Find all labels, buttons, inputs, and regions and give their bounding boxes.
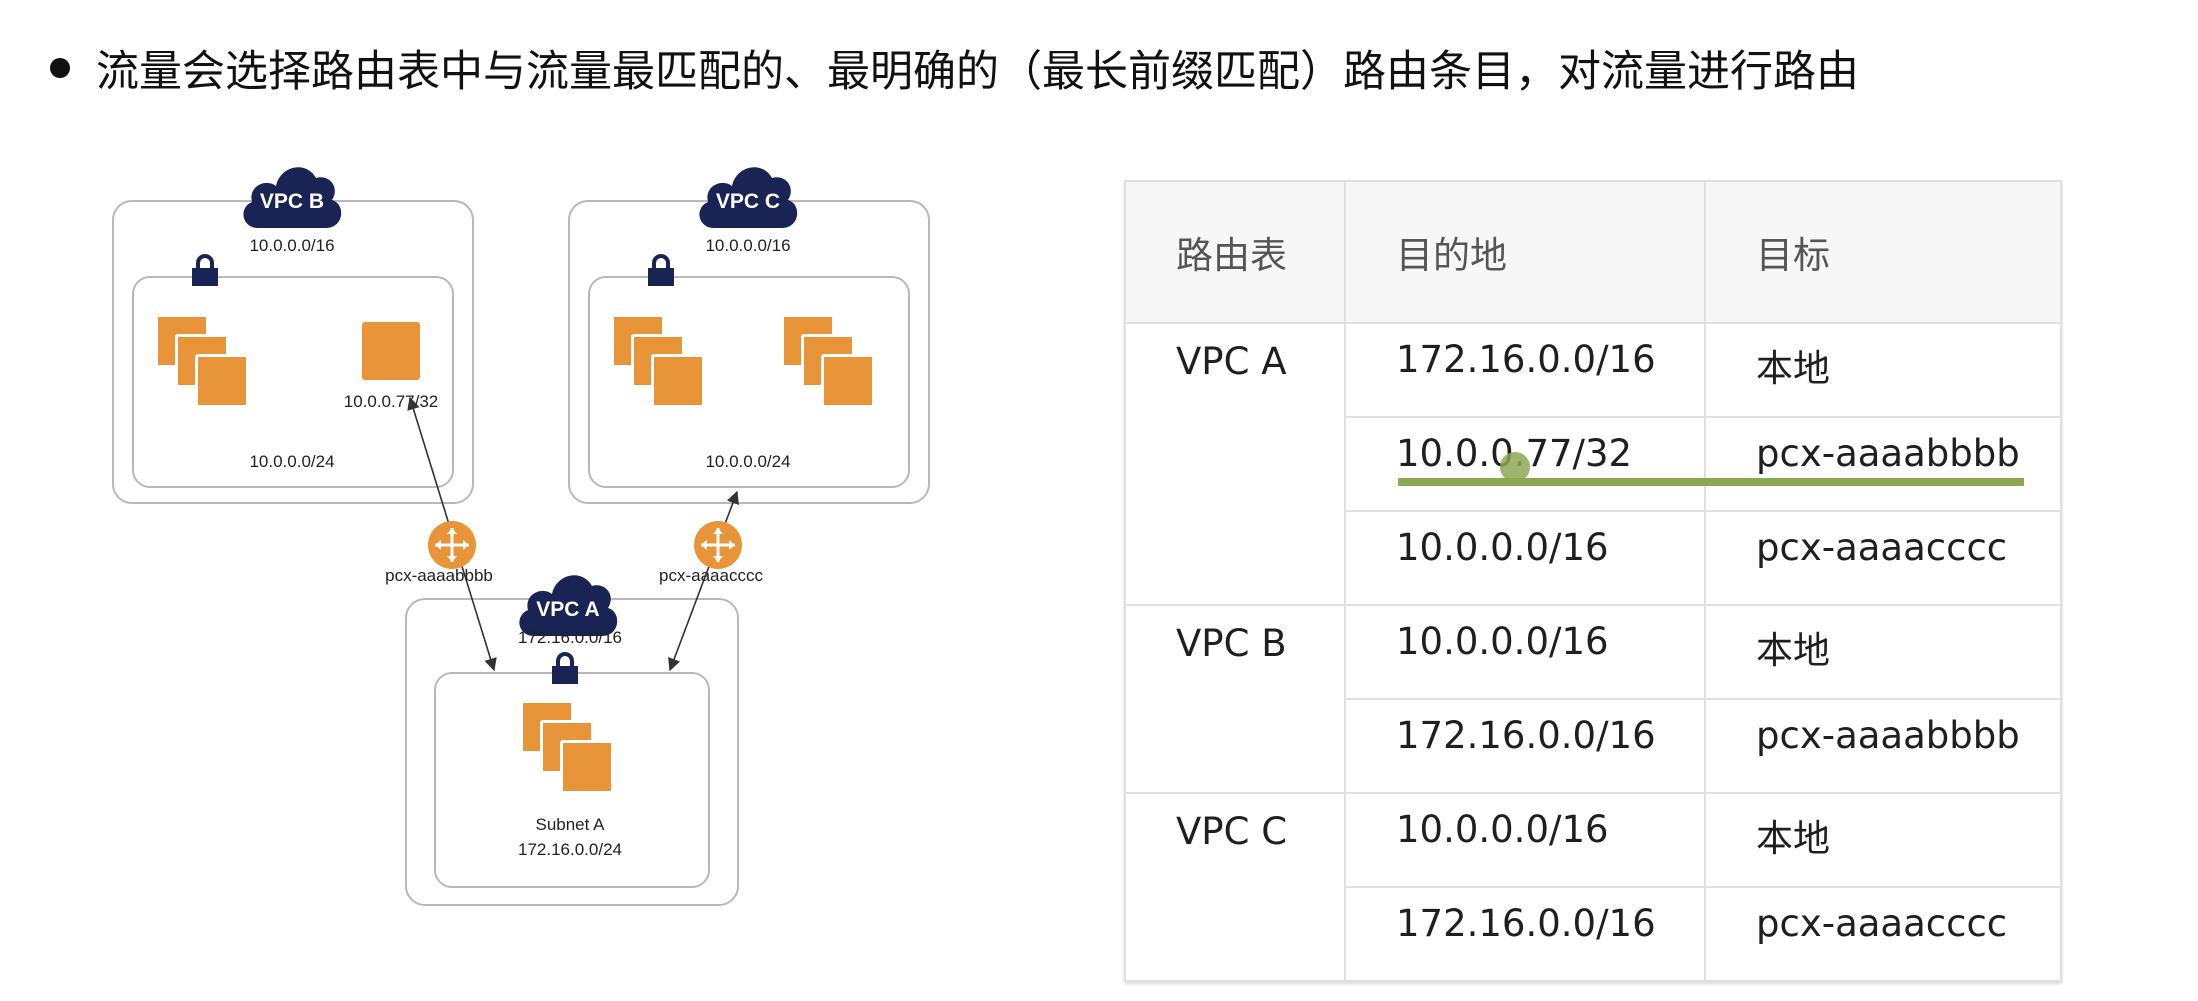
header-destination: 目的地 [1344,180,1706,324]
vpc-c-label: VPC C [715,190,781,213]
vpc-c-instances-right-icon [781,314,883,416]
group-vpc-b: VPC B [1124,604,1346,794]
vpc-b-instances-icon [155,314,257,416]
header-target: 目标 [1704,180,2062,324]
header-route-table: 路由表 [1124,180,1346,324]
cell-target: pcx-aaaacccc [1704,886,2062,982]
vpc-a-subnet-name: Subnet A [535,815,605,834]
vpc-b-lock-icon [192,254,218,286]
peer-ac-router-icon [694,521,742,569]
vpc-b-cidr: 10.0.0.0/16 [249,236,335,255]
vpc-a-cloud-icon: VPC A [512,560,624,640]
table-row: 172.16.0.0/16 pcx-aaaabbbb [1125,698,2062,794]
cell-destination: 10.0.0.0/16 [1344,510,1706,606]
vpc-a-instances-icon [520,700,622,802]
cell-target: 本地 [1704,322,2062,418]
vpc-c-instances-left-icon [611,314,713,416]
cell-target: pcx-aaaacccc [1704,510,2062,606]
vpc-b-cloud-icon: VPC B [236,152,348,232]
heading-line: 流量会选择路由表中与流量最匹配的、最明确的（最长前缀匹配）路由条目，对流量进行路… [50,38,1859,98]
group-vpc-a: VPC A [1124,322,1346,606]
heading-text: 流量会选择路由表中与流量最匹配的、最明确的（最长前缀匹配）路由条目，对流量进行路… [96,47,1859,97]
vpc-c-cloud-icon: VPC C [692,152,804,232]
table-header-row: 路由表 目的地 目标 [1124,180,2062,324]
route-table: 路由表 目的地 目标 VPC A 172.16.0.0/16 本地 10.0.0… [1124,180,2062,982]
vpc-c-lock-icon [648,254,674,286]
vpc-c-subnet-cidr: 10.0.0.0/24 [705,452,791,471]
vpc-a-label: VPC A [536,598,600,621]
group-vpc-c: VPC C [1124,792,1346,982]
cell-destination: 10.0.0.0/16 [1344,792,1706,888]
highlight-underline [1398,478,2024,486]
cell-destination: 172.16.0.0/16 [1344,322,1706,418]
peer-ab-router-icon [428,521,476,569]
peer-ac-label: pcx-aaaacccc [659,566,763,585]
vpc-c-cidr: 10.0.0.0/16 [705,236,791,255]
peer-ab-label: pcx-aaaabbbb [385,566,493,585]
pointer-cursor-icon [1500,452,1530,482]
vpc-a-cidr: 172.16.0.0/16 [518,628,622,647]
vpc-b-host-icon [362,322,420,380]
cell-destination: 172.16.0.0/16 [1344,698,1706,794]
vpc-b-label: VPC B [259,190,325,213]
cell-target: 本地 [1704,792,2062,888]
table-row: VPC B 10.0.0.0/16 本地 [1124,604,2062,794]
table-row: VPC A 172.16.0.0/16 本地 [1124,322,2062,606]
cell-target: pcx-aaaabbbb [1704,698,2062,794]
table-row: VPC C 10.0.0.0/16 本地 [1124,792,2062,982]
vpc-a-subnet-cidr: 172.16.0.0/24 [518,840,622,859]
cell-destination: 10.0.0.0/16 [1344,604,1706,700]
vpc-a-lock-icon [552,652,578,684]
cell-target: 本地 [1704,604,2062,700]
cell-destination: 172.16.0.0/16 [1344,886,1706,982]
table-row: 172.16.0.0/16 pcx-aaaacccc [1125,886,2062,982]
table-row: 10.0.0.0/16 pcx-aaaacccc [1125,510,2062,606]
vpc-b-subnet-cidr: 10.0.0.0/24 [249,452,335,471]
cell-target: pcx-aaaabbbb [1704,416,2062,512]
bullet-dot [50,58,70,78]
